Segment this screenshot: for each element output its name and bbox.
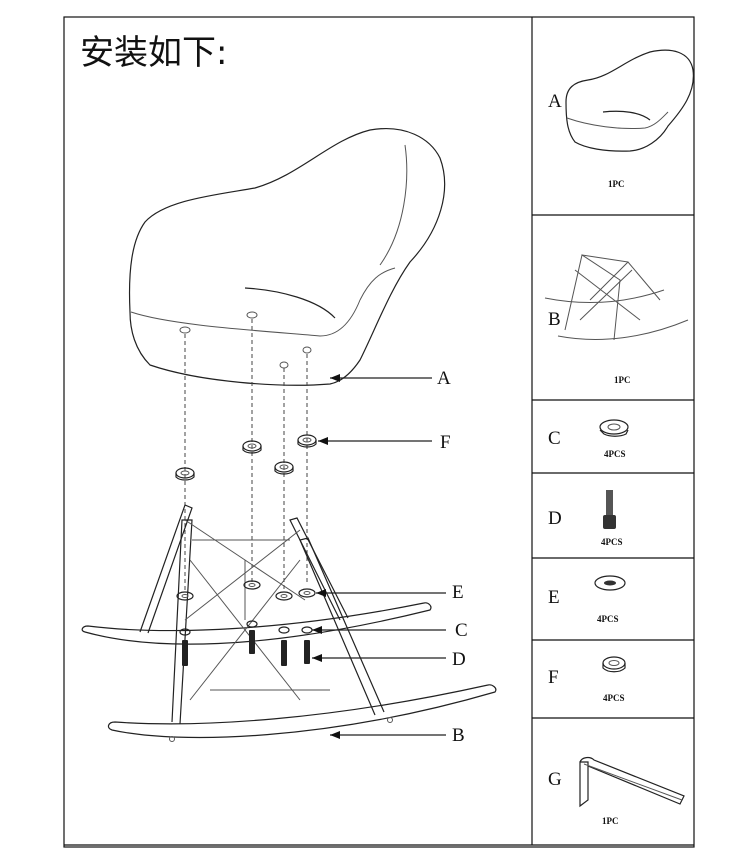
part-letter: G xyxy=(548,769,562,790)
part-letter: D xyxy=(548,508,562,529)
callout-f: F xyxy=(440,432,451,453)
outer-frame xyxy=(63,16,695,848)
part-qty: 1PC xyxy=(608,179,625,189)
callout-e: E xyxy=(452,582,464,603)
callout-b: B xyxy=(452,725,465,746)
callout-c: C xyxy=(455,620,468,641)
callout-leaders xyxy=(312,374,446,739)
page-title: 安装如下: xyxy=(80,33,227,73)
part-letter: F xyxy=(548,667,559,688)
part-qty: 4PCS xyxy=(603,693,625,703)
part-row-e: E 4PCS xyxy=(548,575,626,624)
rocker-base-drawing xyxy=(81,504,497,742)
part-row-d: D 4PCS xyxy=(548,490,623,547)
part-qty: 1PC xyxy=(602,816,619,826)
seat-shell-icon xyxy=(565,49,694,152)
bolts-drawing xyxy=(182,630,310,666)
part-qty: 4PCS xyxy=(601,537,623,547)
flat-washers-drawing xyxy=(176,580,316,601)
part-row-c: C 4PCS xyxy=(548,419,629,459)
callout-labels: A F E C D B xyxy=(437,368,468,746)
hex-key-icon xyxy=(579,756,685,808)
part-letter: B xyxy=(548,309,561,330)
part-row-g: G 1PC xyxy=(548,756,685,826)
part-qty: 4PCS xyxy=(604,449,626,459)
spring-washers-drawing xyxy=(179,620,313,636)
part-qty: 1PC xyxy=(614,375,631,385)
part-row-a: A 1PC xyxy=(548,49,694,189)
spring-washer-icon xyxy=(599,419,629,437)
part-letter: A xyxy=(548,91,562,112)
parts-list-dividers xyxy=(532,214,694,719)
part-letter: E xyxy=(548,587,560,608)
part-row-f: F 4PCS xyxy=(548,656,626,703)
callout-d: D xyxy=(452,649,466,670)
rocker-base-icon xyxy=(544,254,689,341)
part-row-b: B 1PC xyxy=(544,254,689,385)
parts-list: A 1PC B 1PC C xyxy=(544,49,694,826)
rubber-pad-icon xyxy=(602,656,626,673)
part-qty: 4PCS xyxy=(597,614,619,624)
callout-a: A xyxy=(437,368,451,389)
bolt-icon xyxy=(603,490,616,529)
flat-washer-icon xyxy=(594,575,626,591)
exploded-assembly-drawing: A F E C D B xyxy=(81,128,497,746)
part-letter: C xyxy=(548,428,561,449)
assembly-guide-lines xyxy=(184,319,308,590)
rubber-pads-drawing xyxy=(175,434,317,481)
seat-shell-drawing xyxy=(128,128,446,386)
